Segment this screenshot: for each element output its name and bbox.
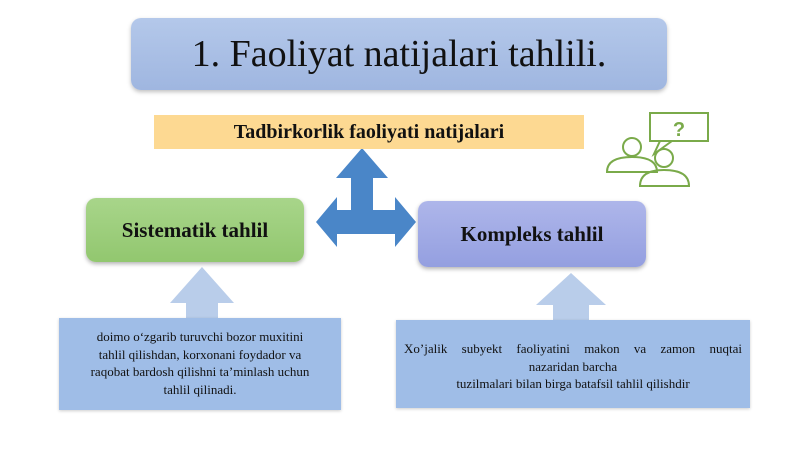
slide-title: 1. Faoliyat natijalari tahlili.: [131, 18, 667, 90]
description-line: doimo o‘zgarib turuvchi bozor muxitini: [96, 329, 304, 344]
discussion-question-icon: [605, 112, 709, 187]
description-line: tahlil qilinadi.: [163, 381, 237, 397]
description-line: raqobat bardosh qilishni ta’minlash uchu…: [90, 364, 310, 380]
three-way-arrow: [316, 148, 416, 247]
complex-description: Xo’jalik subyekt faoliyatini makon va za…: [396, 320, 750, 408]
up-arrow-left: [170, 267, 234, 318]
results-banner: Tadbirkorlik faoliyati natijalari: [154, 115, 584, 149]
description-line: tuzilmalari bilan birga batafsil tahlil …: [456, 376, 690, 392]
question-mark-glyph: ?: [673, 119, 685, 141]
description-line: tahlil qilishdan, korxonani foydador va: [98, 346, 302, 362]
description-line: Xo’jalik subyekt faoliyatini makon va za…: [404, 341, 742, 356]
up-arrow-right: [536, 273, 606, 320]
description-line: nazaridan barcha: [528, 358, 618, 374]
complex-analysis-box: Kompleks tahlil: [418, 201, 646, 267]
systematic-analysis-box: Sistematik tahlil: [86, 198, 304, 262]
systematic-description: doimo o‘zgarib turuvchi bozor muxitini t…: [59, 318, 341, 410]
